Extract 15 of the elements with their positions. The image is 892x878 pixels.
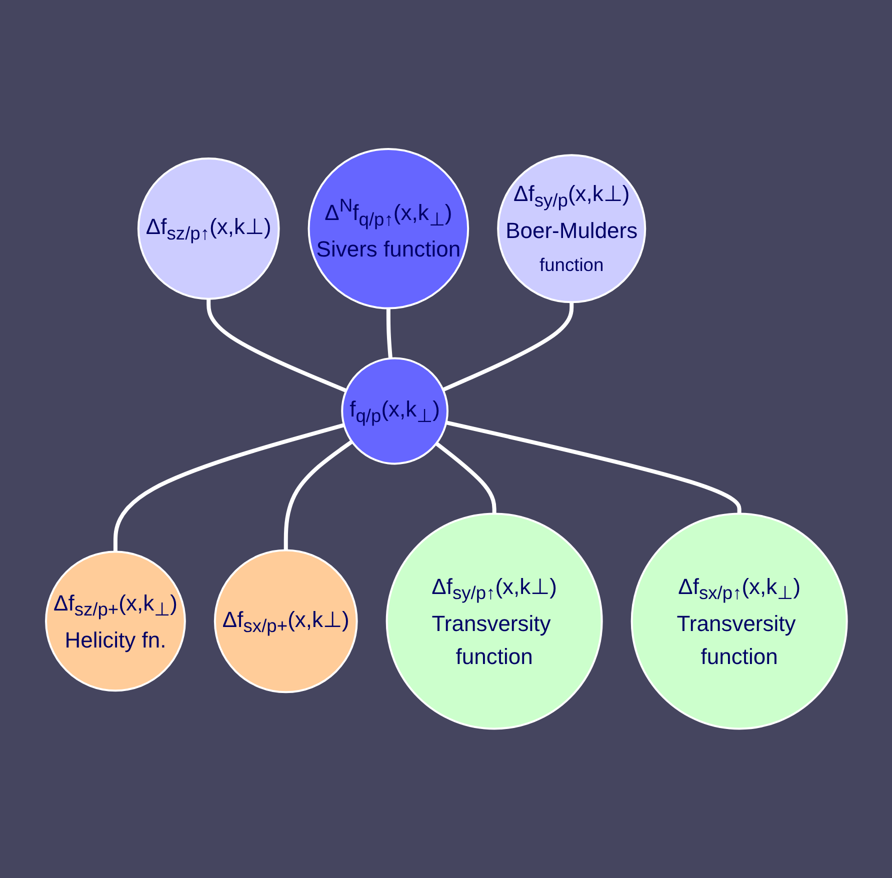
connector <box>283 440 353 550</box>
node-circle: Δf$_{sx/p+}$(x,k⊥) <box>214 549 358 694</box>
node-circle: Δ$^{N}$f$_{q/p↑}$(x,k$_{⊥}$) Sivers function <box>307 148 469 310</box>
node-circle: Δf$_{sz/p+}$(x,k$_{⊥}$) Helicity fn. <box>44 550 186 692</box>
node-circle: Δf$_{sz/p↑}$(x,k⊥) <box>137 158 280 300</box>
connector <box>445 420 741 514</box>
connector <box>206 298 347 393</box>
connector <box>113 423 344 552</box>
node-circle: Δf$_{sy/p↑}$(x,k⊥) Transversity function <box>385 512 602 730</box>
node-circle: Δf$_{sx/p↑}$(x,k$_{⊥}$) Transversity function <box>630 512 848 730</box>
node-circle: f$_{q/p}$(x,k$_{⊥}$) <box>340 357 448 465</box>
node-circle: Δf$_{sy/p}$(x,k⊥) Boer-Mulders function <box>496 154 646 304</box>
connector <box>386 308 392 359</box>
connector <box>442 302 574 392</box>
connector <box>434 442 496 514</box>
